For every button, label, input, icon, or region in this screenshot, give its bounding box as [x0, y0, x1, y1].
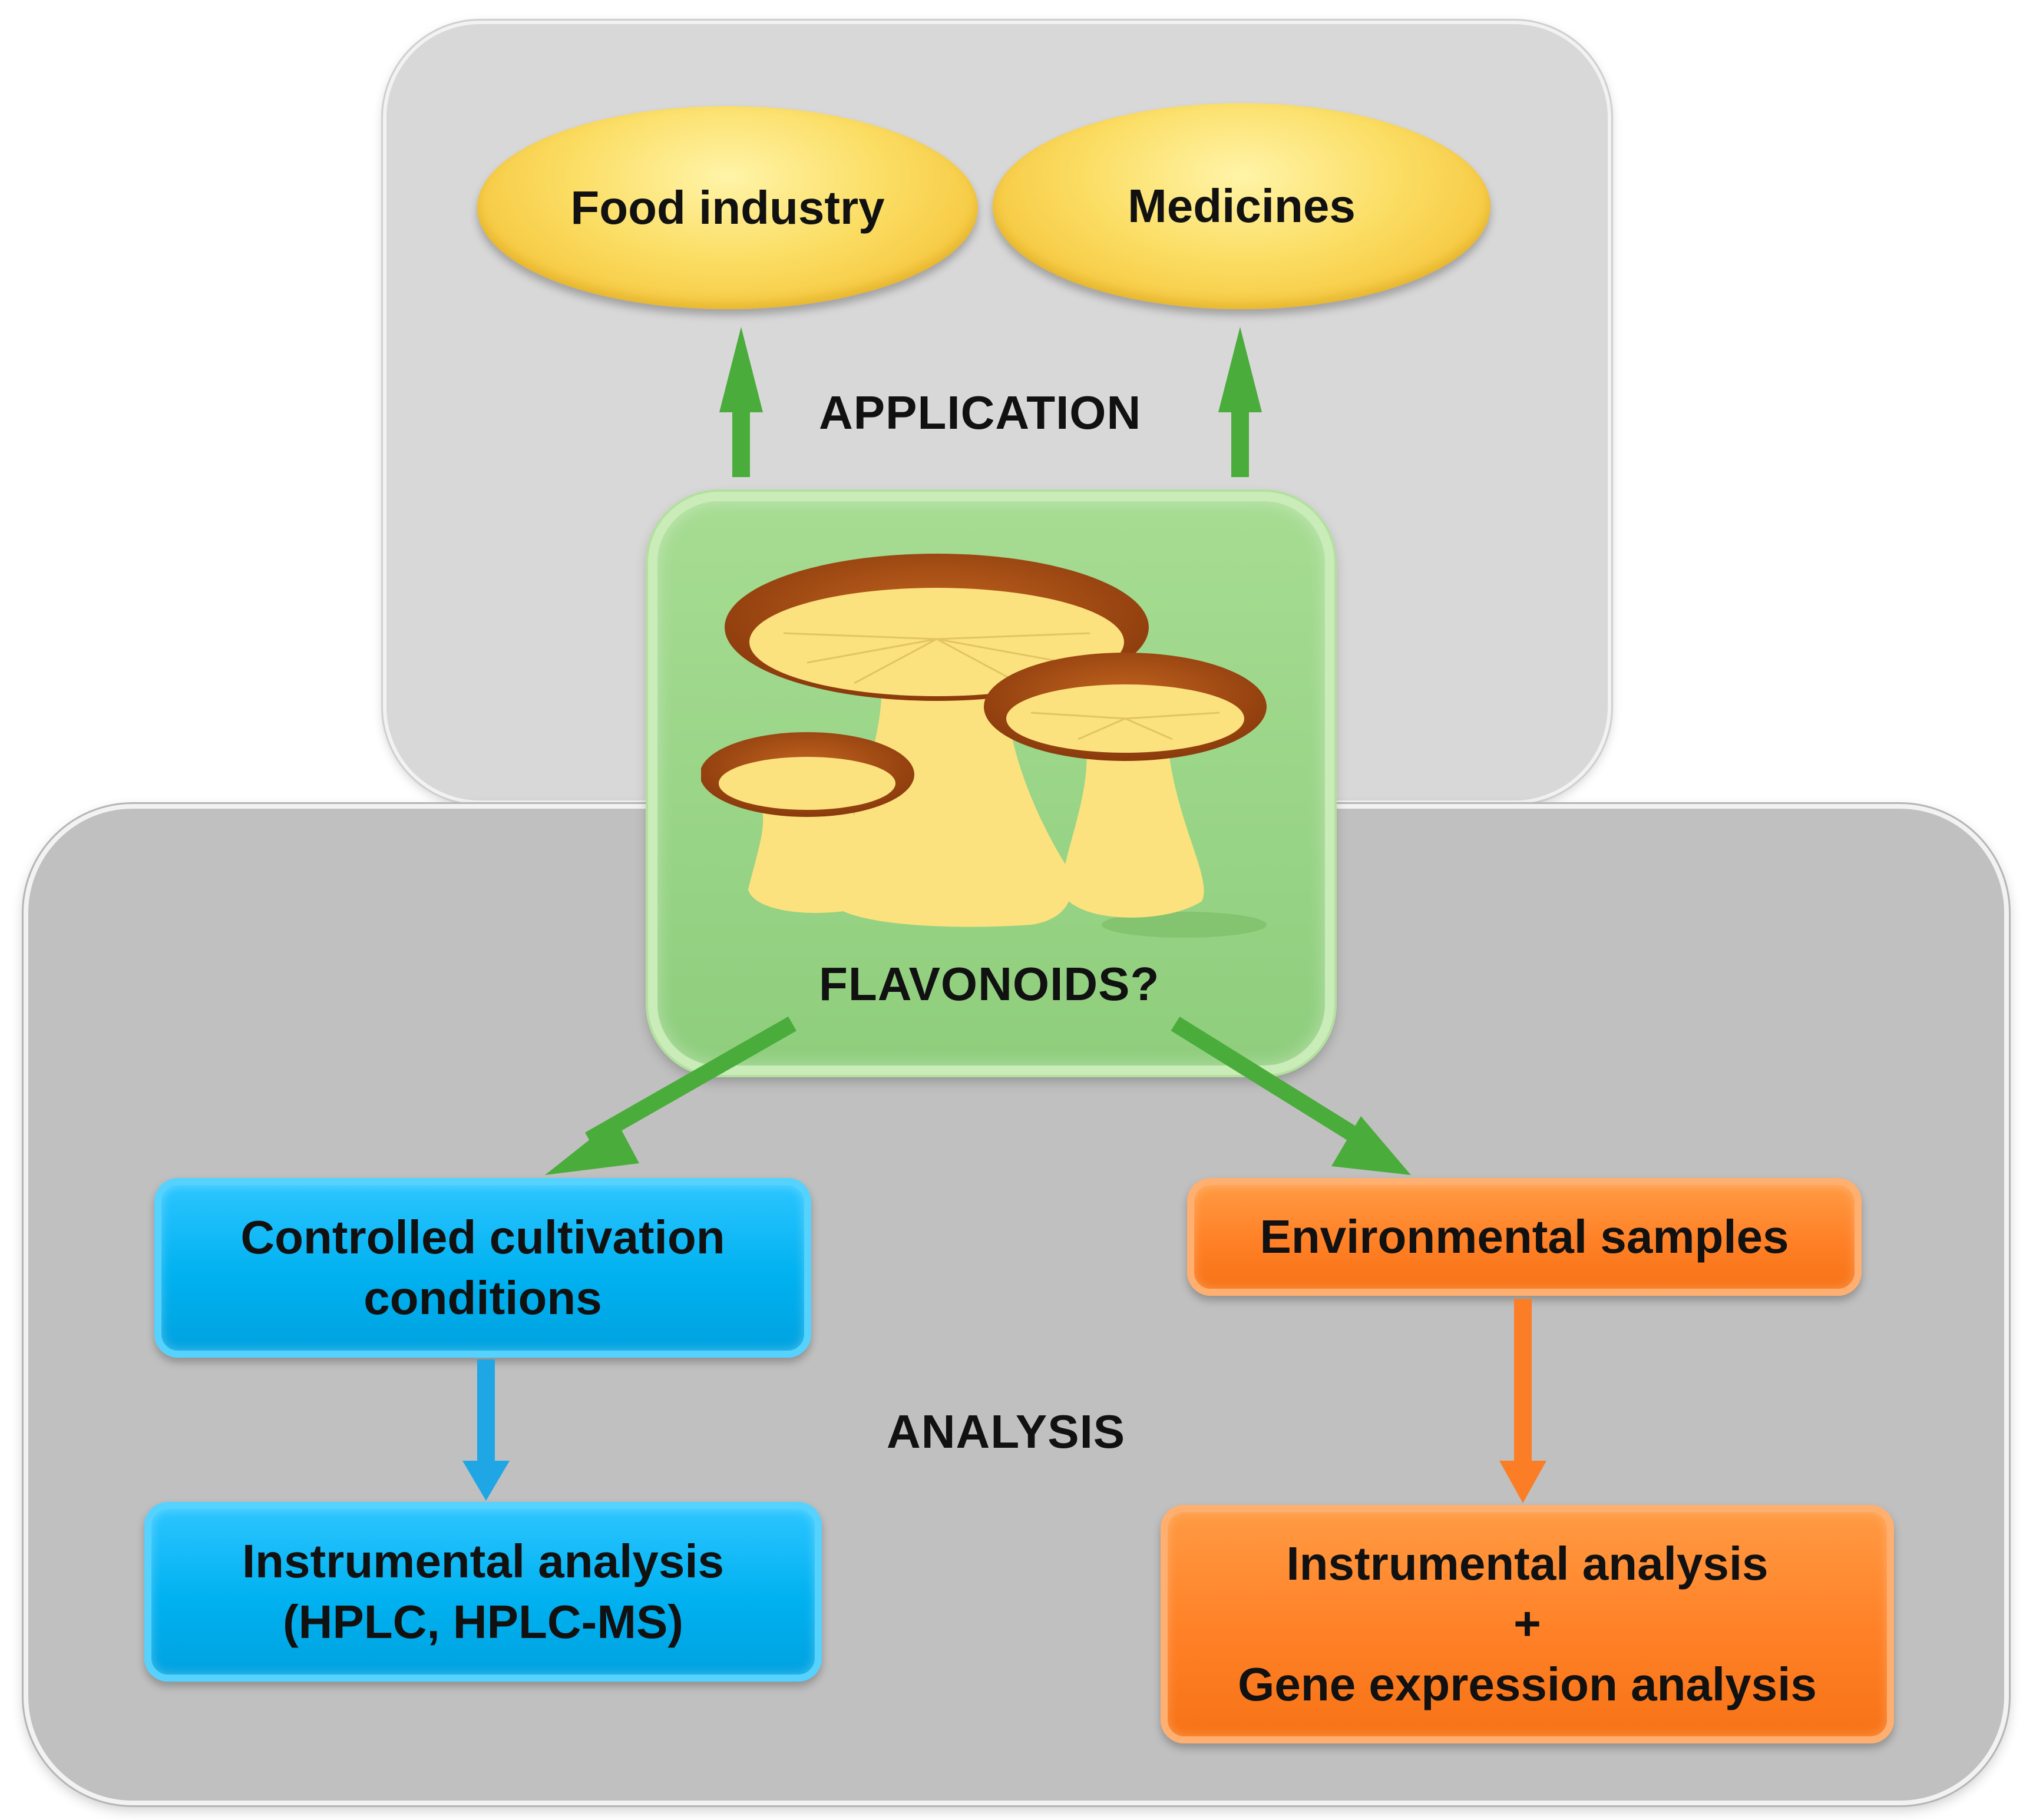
environmental-samples-box: Environmental samples	[1187, 1178, 1862, 1296]
instrumental-right-line-1: Instrumental analysis	[1286, 1537, 1769, 1590]
analysis-label: ANALYSIS	[887, 1405, 1126, 1458]
controlled-line-1: Controlled cultivation	[240, 1211, 725, 1264]
application-label: APPLICATION	[819, 386, 1142, 439]
mushroom-icon	[701, 554, 1267, 938]
instrumental-left-line-1: Instrumental analysis	[242, 1535, 725, 1588]
medicines-label: Medicines	[1128, 180, 1356, 232]
controlled-line-2: conditions	[363, 1271, 602, 1324]
environmental-label: Environmental samples	[1260, 1210, 1789, 1263]
food-industry-label: Food industry	[570, 181, 885, 234]
food-industry-oval: Food industry	[477, 106, 978, 309]
flavonoids-label: FLAVONOIDS?	[819, 958, 1160, 1010]
arrow-to-instrumental-left	[462, 1359, 510, 1501]
instrumental-analysis-left-box: Instrumental analysis (HPLC, HPLC-MS)	[144, 1502, 822, 1682]
arrow-to-medicines	[1218, 327, 1262, 477]
instrumental-gene-box: Instrumental analysis + Gene expression …	[1161, 1505, 1894, 1743]
arrow-to-instrumental-gene	[1499, 1299, 1546, 1503]
instrumental-right-plus: +	[1513, 1597, 1541, 1650]
medicines-oval: Medicines	[993, 103, 1490, 309]
arrow-to-environmental	[1171, 1017, 1411, 1175]
arrow-to-controlled	[545, 1016, 796, 1175]
arrow-to-food-industry	[719, 327, 763, 477]
instrumental-right-line-3: Gene expression analysis	[1238, 1657, 1817, 1710]
instrumental-left-line-2: (HPLC, HPLC-MS)	[283, 1595, 683, 1648]
controlled-cultivation-box: Controlled cultivation conditions	[154, 1178, 811, 1358]
